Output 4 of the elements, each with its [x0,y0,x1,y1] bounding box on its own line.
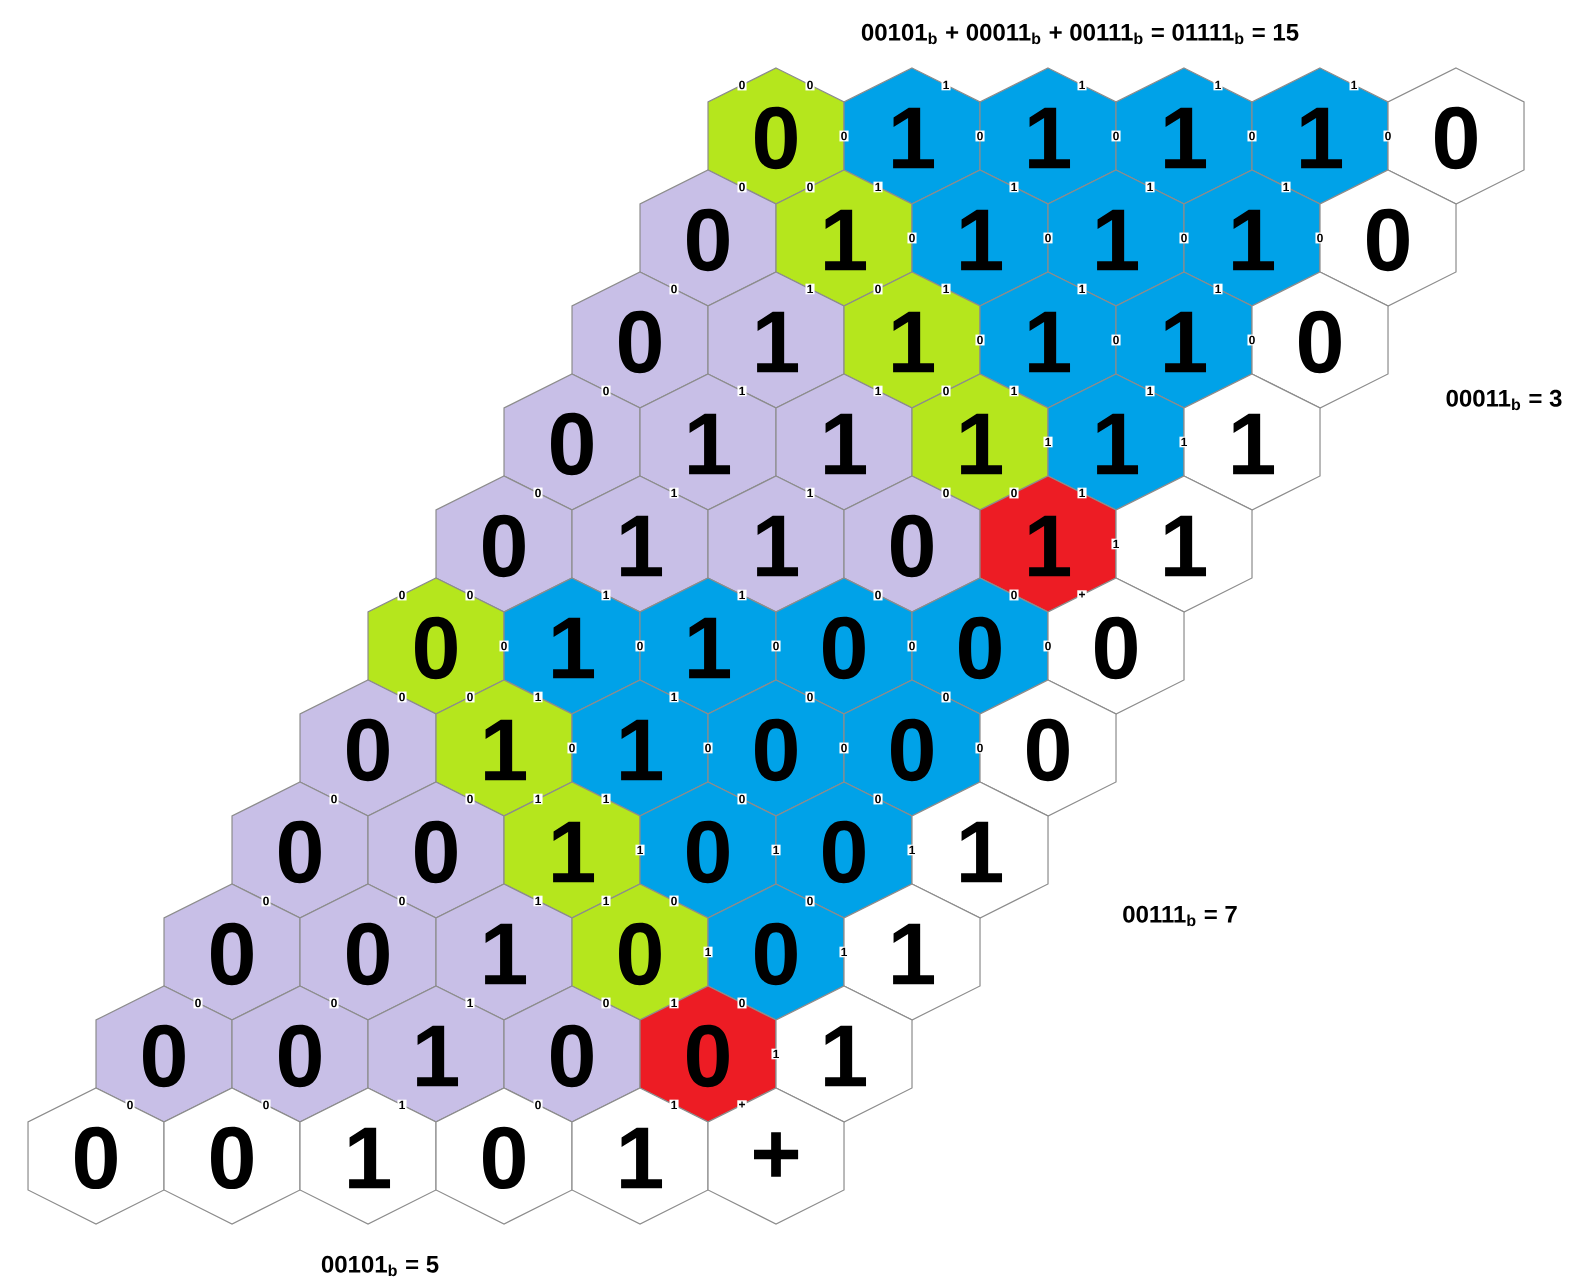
equation-label: 00011$_{b}$ = 3 [1446,389,1562,411]
equation-label: 00101$_{b}$ + 00011$_{b}$ + 00111$_{b}$ = 01111$_{b}$ = 15 [861,23,1299,45]
equation-label: 00111$_{b}$ = 7 [1123,905,1237,927]
equation-label: 00101$_{b}$ = 5 [321,1255,439,1277]
